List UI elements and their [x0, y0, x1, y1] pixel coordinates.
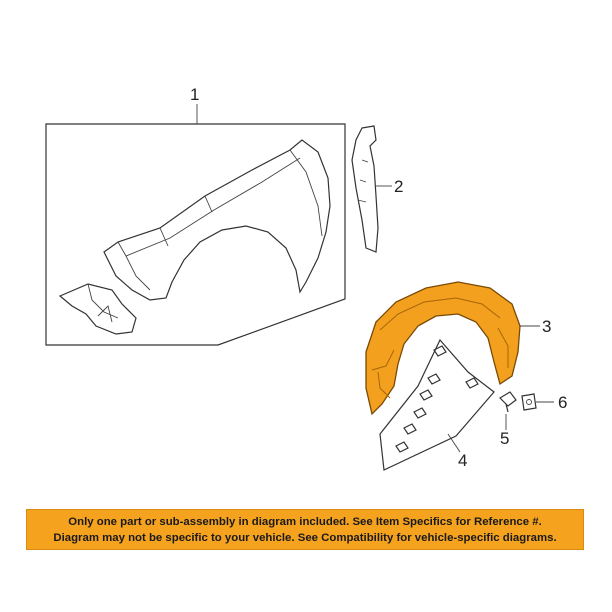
fender-bracket	[58, 283, 137, 335]
leader-lines	[196, 104, 554, 453]
splash-shield	[379, 338, 495, 471]
clip-nut	[521, 393, 537, 411]
callout-5: 5	[500, 429, 509, 448]
callout-4: 4	[458, 451, 467, 470]
callout-1: 1	[190, 85, 199, 104]
callout-2: 2	[394, 177, 403, 196]
callout-3: 3	[542, 317, 551, 336]
clip-set	[395, 345, 479, 453]
disclaimer-banner: Only one part or sub-assembly in diagram…	[26, 509, 584, 550]
fender-panel	[103, 139, 331, 301]
push-pin-fastener	[499, 391, 517, 413]
fender-group-frame	[45, 123, 346, 346]
callout-6: 6	[558, 393, 567, 412]
disclaimer-line-2: Diagram may not be specific to your vehi…	[53, 532, 557, 544]
fender-seal-strip	[351, 125, 379, 253]
fender-liner	[365, 281, 521, 416]
disclaimer-line-1: Only one part or sub-assembly in diagram…	[68, 516, 542, 528]
